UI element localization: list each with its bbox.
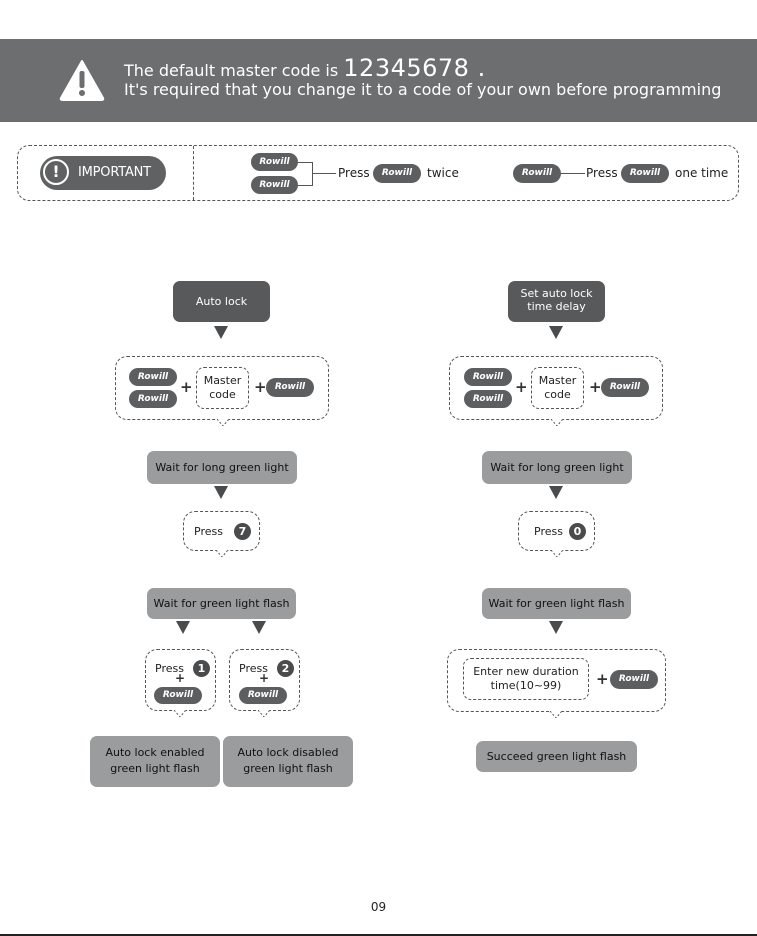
one-time-label: one time [675,166,729,180]
press-label: Press [155,662,184,675]
plus-icon: + [596,670,609,688]
down-arrow-icon [176,621,190,634]
rowill-button-icon: Rowill [464,390,512,408]
down-arrow-icon [214,326,228,339]
speech-tail-icon [551,550,563,557]
press-once-label: Press [586,166,618,180]
wait-green-light-flash: Wait for green light flash [147,588,296,619]
warning-triangle-icon [59,60,105,101]
wait-long-green-light: Wait for long green light [482,451,632,484]
rowill-button-icon: Rowill [513,164,561,183]
twice-label: twice [427,166,459,180]
rowill-button-icon: Rowill [266,378,314,397]
rowill-button-icon: Rowill [610,670,658,689]
number-0-key-icon: 0 [569,523,586,540]
down-arrow-icon [549,621,563,634]
bracket-line [298,185,312,186]
plus-icon: + [515,378,528,396]
page-number: 09 [370,900,387,914]
down-arrow-icon [549,326,563,339]
number-2-key-icon: 2 [277,660,294,677]
rowill-button-icon: Rowill [129,390,177,408]
master-code-box: Master code [196,367,249,409]
plus-icon: + [589,378,602,396]
plus-icon: + [175,671,186,685]
set-auto-lock-delay-title: Set auto lock time delay [508,281,605,322]
rowill-button-icon: Rowill [251,176,298,194]
wait-green-light-flash: Wait for green light flash [482,588,631,619]
auto-lock-enabled-result: Auto lock enabled green light flash [90,736,220,787]
legend-divider [193,146,194,200]
rowill-button-icon: Rowill [464,368,512,386]
rowill-button-icon: Rowill [154,687,202,704]
banner-prefix: The default master code is [124,61,344,80]
down-arrow-icon [549,486,563,499]
press-label: Press [194,525,223,538]
banner-line-1: The default master code is 12345678 . [124,54,486,82]
new-duration-box: Enter new duration time(10~99) [463,658,589,700]
press-label: Press [239,662,268,675]
speech-tail-icon [174,710,186,717]
speech-tail-icon [216,550,228,557]
plus-icon: + [254,378,267,396]
important-badge: ! IMPORTANT [40,156,166,190]
rowill-button-icon: Rowill [251,153,298,171]
banner-suffix: . [469,54,486,82]
rowill-button-icon: Rowill [601,378,649,397]
rowill-button-icon: Rowill [129,368,177,386]
succeed-result: Succeed green light flash [476,741,637,772]
speech-tail-icon [551,419,563,426]
rowill-button-icon: Rowill [239,687,287,704]
down-arrow-icon [214,486,228,499]
down-arrow-icon [252,621,266,634]
number-1-key-icon: 1 [193,660,210,677]
speech-tail-icon [217,419,229,426]
legend-connector-line [561,173,585,174]
bracket-line [312,162,313,186]
master-code-box: Master code [531,367,584,409]
auto-lock-disabled-result: Auto lock disabled green light flash [223,736,353,787]
default-master-code: 12345678 [343,54,470,82]
number-7-key-icon: 7 [234,523,251,540]
master-code-banner [0,39,757,122]
press-twice-label: Press [338,166,370,180]
auto-lock-title: Auto lock [173,281,270,322]
plus-icon: + [180,378,193,396]
exclamation-icon: ! [43,159,69,185]
speech-tail-icon [258,710,270,717]
banner-line-2: It's required that you change it to a co… [124,80,722,99]
press-label: Press [534,525,563,538]
important-legend-box [17,145,739,201]
footer-rule [0,934,757,936]
important-label: IMPORTANT [78,165,151,180]
bracket-line [298,162,312,163]
speech-tail-icon [550,711,562,718]
plus-icon: + [259,671,270,685]
wait-long-green-light: Wait for long green light [147,451,297,484]
rowill-button-icon: Rowill [621,164,669,183]
bracket-line [312,173,336,174]
rowill-button-icon: Rowill [373,164,421,183]
